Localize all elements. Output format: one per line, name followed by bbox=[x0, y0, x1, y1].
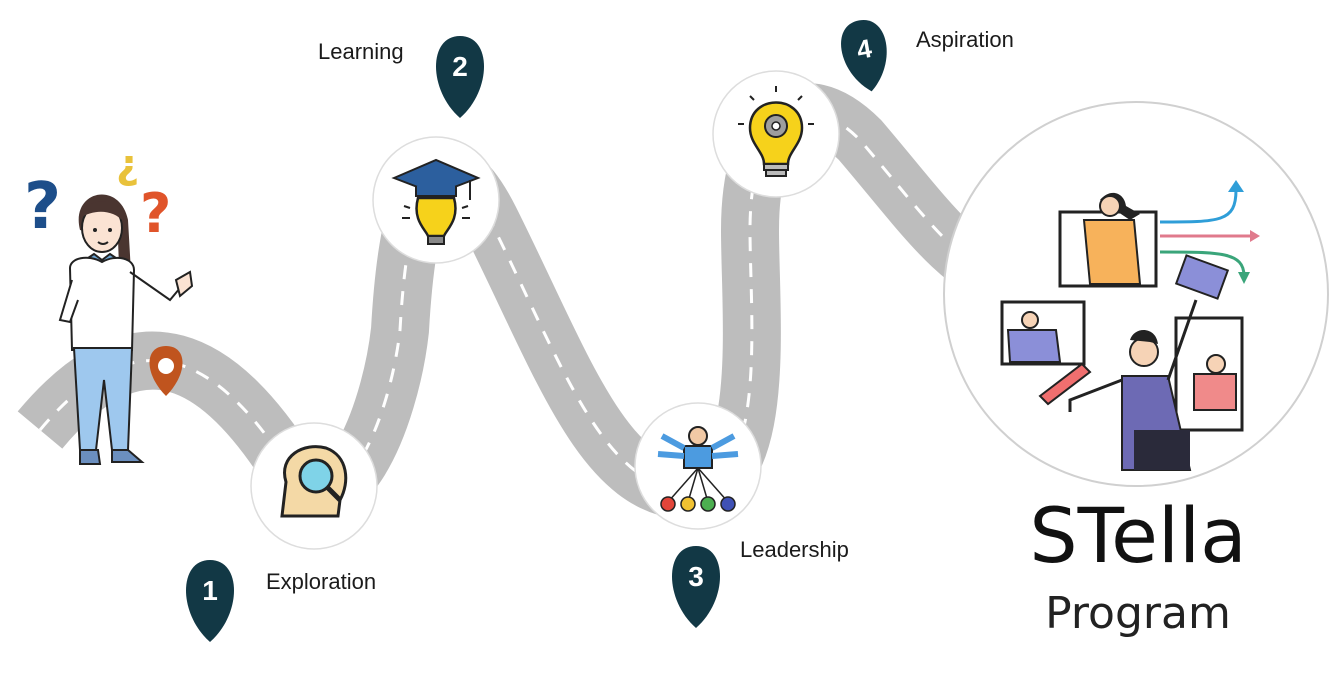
start-pin-icon bbox=[149, 346, 183, 396]
program-illustration bbox=[943, 101, 1329, 487]
step-number-4: 4 bbox=[854, 33, 874, 65]
step-label-exploration: Exploration bbox=[266, 569, 376, 594]
person-icon bbox=[58, 194, 194, 465]
exploration-icon-circle bbox=[250, 422, 378, 550]
question-marks: ? ? ¿ bbox=[24, 142, 171, 245]
question-mark-yellow: ¿ bbox=[116, 142, 139, 188]
team-illustration-icon bbox=[1000, 180, 1260, 471]
question-mark-blue: ? bbox=[24, 170, 61, 244]
graduation-bulb-icon bbox=[391, 158, 481, 245]
step-pin-4: 4 bbox=[841, 20, 887, 92]
question-mark-orange: ? bbox=[140, 182, 171, 245]
step-number-2: 2 bbox=[452, 51, 468, 82]
step-label-learning: Learning bbox=[318, 39, 404, 64]
step-pin-3: 3 bbox=[672, 546, 720, 628]
gear-bulb-icon bbox=[738, 86, 814, 177]
road bbox=[17, 83, 1018, 520]
leadership-icon-circle bbox=[634, 402, 762, 530]
step-label-leadership: Leadership bbox=[740, 537, 849, 562]
step-number-1: 1 bbox=[202, 575, 218, 606]
network-people-icon bbox=[657, 426, 739, 512]
aspiration-icon-circle bbox=[712, 70, 840, 198]
program-title: STella bbox=[1029, 491, 1246, 580]
program-subtitle: Program bbox=[1045, 588, 1231, 639]
step-label-aspiration: Aspiration bbox=[916, 27, 1014, 52]
step-pin-1: 1 bbox=[186, 560, 234, 642]
step-number-3: 3 bbox=[688, 561, 704, 592]
head-search-icon bbox=[280, 445, 348, 518]
learning-icon-circle bbox=[372, 136, 500, 264]
step-pin-2: 2 bbox=[436, 36, 484, 118]
